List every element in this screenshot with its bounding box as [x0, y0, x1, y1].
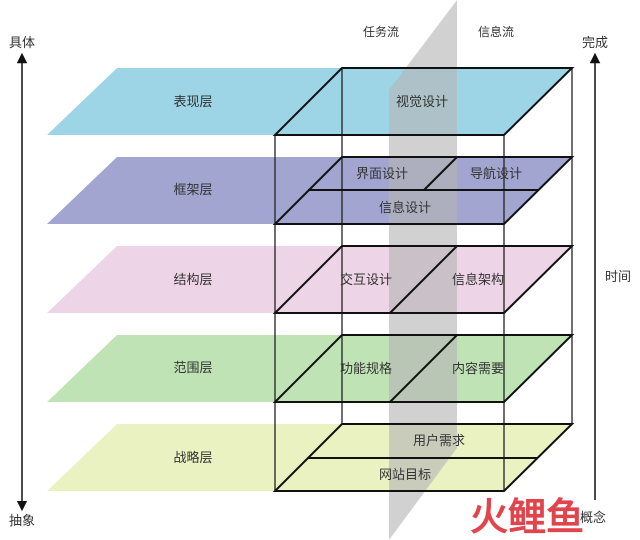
layer-label-strategy: 战略层: [173, 450, 212, 466]
right-axis-bottom-label: 概念: [580, 510, 606, 526]
left-axis-top-label: 具体: [9, 36, 35, 51]
left-axis-bottom-label: 抽象: [9, 514, 35, 529]
cell-functional-specs: 功能规格: [340, 361, 392, 377]
time-label: 时间: [605, 270, 631, 285]
cell-content-requirements: 内容需要: [452, 361, 504, 377]
cell-navigation-design: 导航设计: [470, 166, 522, 182]
cell-user-needs: 用户需求: [413, 433, 465, 449]
cell-interaction-design: 交互设计: [340, 272, 392, 288]
right-axis-top-label: 完成: [582, 36, 608, 51]
cell-information-architecture: 信息架构: [452, 272, 504, 288]
cell-visual-design: 视觉设计: [396, 95, 448, 110]
layer-label-presentation: 表现层: [173, 95, 212, 110]
cell-dividers: [308, 156, 538, 459]
layer-label-scope: 范围层: [173, 361, 212, 376]
cell-information-design: 信息设计: [379, 200, 431, 216]
task-flow-label: 任务流: [363, 24, 399, 39]
layer-label-structure: 结构层: [173, 273, 212, 288]
layer-rims: [272, 67, 575, 492]
cell-site-objectives: 网站目标: [379, 468, 431, 483]
layer-label-skeleton: 框架层: [173, 183, 212, 198]
info-flow-label: 信息流: [478, 24, 514, 39]
cell-interface-design: 界面设计: [356, 167, 408, 182]
watermark-logo: 火鲤鱼: [470, 495, 584, 539]
